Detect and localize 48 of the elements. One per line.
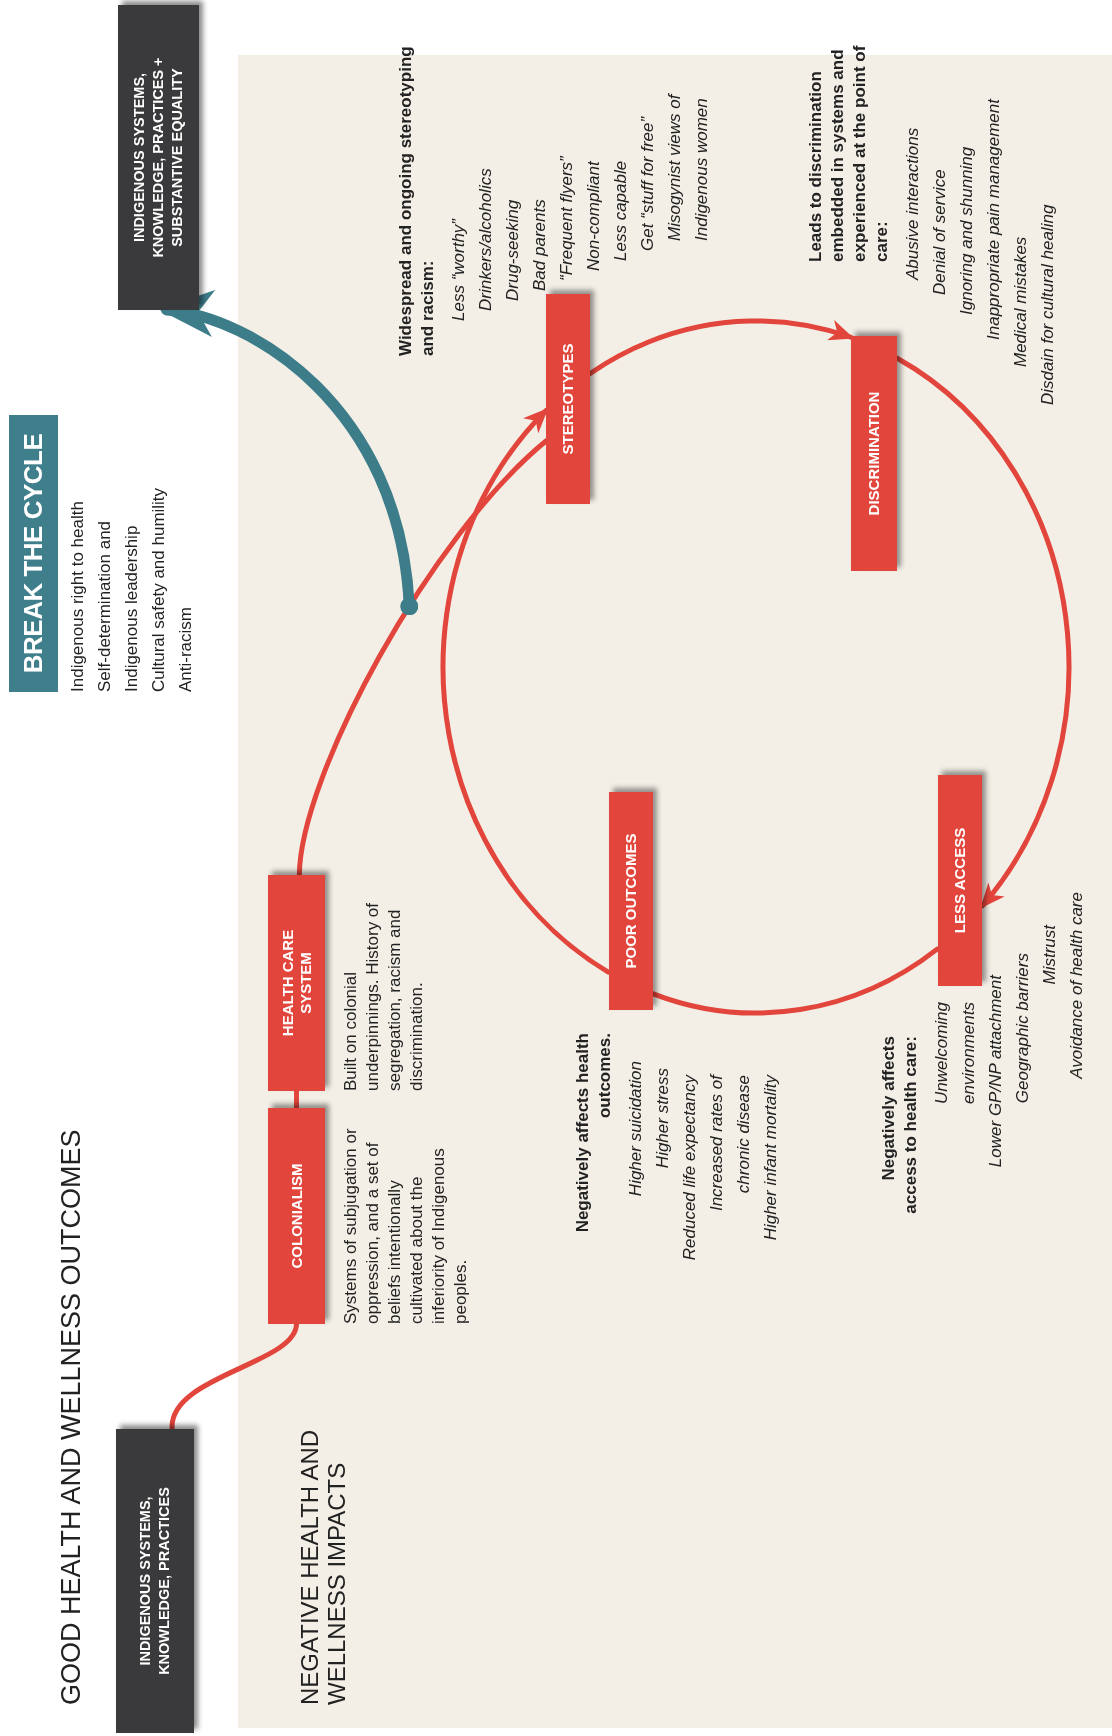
list-item: Misogynist views of Indigenous women bbox=[664, 92, 712, 241]
description-text: Systems of subjugation or oppression, and a set of beliefs intentionally cultivated about the inferiority of Indigenous peoples. bbox=[340, 1127, 471, 1324]
list-item: “Frequent flyers” bbox=[556, 156, 577, 281]
list-item: Less “worthy” bbox=[448, 218, 469, 321]
diagram-title: GOOD HEALTH AND WELLNESS OUTCOMES bbox=[56, 1129, 87, 1705]
stage-box: HEALTH CARE SYSTEM bbox=[268, 875, 325, 1091]
list-item: Bad parents bbox=[529, 199, 550, 291]
list-heading: Negatively affects access to health care: bbox=[878, 1036, 921, 1216]
arrow bbox=[158, 290, 418, 615]
list-item: Disdain for cultural healing bbox=[1037, 204, 1058, 405]
list-item: Mistrust bbox=[1039, 925, 1060, 985]
list-item: Less capable bbox=[610, 160, 631, 261]
list-item: Medical mistakes bbox=[1010, 236, 1031, 367]
list-heading: Leads to discrimination embedded in systems and experienced at the point of care: bbox=[805, 44, 892, 262]
description-text: Built on colonial underpinnings. History of segregation, racism and discrimination. bbox=[340, 901, 427, 1091]
list-item: Lower GP/NP attachment bbox=[985, 975, 1006, 1168]
list-item: Cultural safety and humility bbox=[148, 487, 169, 692]
list-item: Drug-seeking bbox=[502, 199, 523, 301]
list-item: Non-compliant bbox=[583, 161, 604, 271]
list-item: Avoidance of health care bbox=[1066, 892, 1087, 1079]
list-heading: Negatively affects health outcomes. bbox=[572, 1033, 615, 1235]
list-heading: Widespread and ongoing stereotyping and racism: bbox=[395, 45, 438, 356]
arrow bbox=[440, 407, 611, 975]
list-item: Unwelcoming environments bbox=[931, 1002, 979, 1107]
list-item: Inappropriate pain management bbox=[983, 99, 1004, 340]
list-item: Higher infant mortality bbox=[760, 1075, 781, 1241]
list-item: Drinkers/alcoholics bbox=[475, 168, 496, 311]
outcome-box: INDIGENOUS SYSTEMS, KNOWLEDGE, PRACTICES bbox=[116, 1429, 194, 1733]
list-item: Reduced life expectancy bbox=[679, 1075, 700, 1261]
stage-box: COLONIALISM bbox=[268, 1108, 325, 1324]
list-item: Higher suicidation bbox=[625, 1061, 646, 1197]
stage-box: DISCRIMINATION bbox=[851, 336, 897, 571]
list-item: Denial of service bbox=[929, 169, 950, 295]
list-item: Higher stress bbox=[652, 1068, 673, 1169]
list-item: Geographic barriers bbox=[1012, 953, 1033, 1104]
list-item: Indigenous right to health bbox=[67, 501, 88, 692]
list-item: Anti-racism bbox=[175, 607, 196, 692]
heading-banner: BREAK THE CYCLE bbox=[9, 415, 58, 692]
list-item: Abusive interactions bbox=[902, 127, 923, 280]
stage-box: POOR OUTCOMES bbox=[609, 792, 653, 1010]
list-item: Self-determination and Indigenous leadership bbox=[94, 519, 142, 692]
outcome-box: INDIGENOUS SYSTEMS, KNOWLEDGE, PRACTICES + SUBSTANTIVE EQUALITY bbox=[118, 5, 199, 310]
stage-box: LESS ACCESS bbox=[938, 775, 982, 986]
list-item: Increased rates of chronic disease bbox=[706, 1075, 754, 1214]
list-item: Get “stuff for free” bbox=[637, 116, 658, 251]
section-heading: NEGATIVE HEALTH AND WELLNESS IMPACTS bbox=[296, 1428, 350, 1705]
stage-box: STEREOTYPES bbox=[546, 294, 590, 504]
list-item: Ignoring and shunning bbox=[956, 146, 977, 315]
